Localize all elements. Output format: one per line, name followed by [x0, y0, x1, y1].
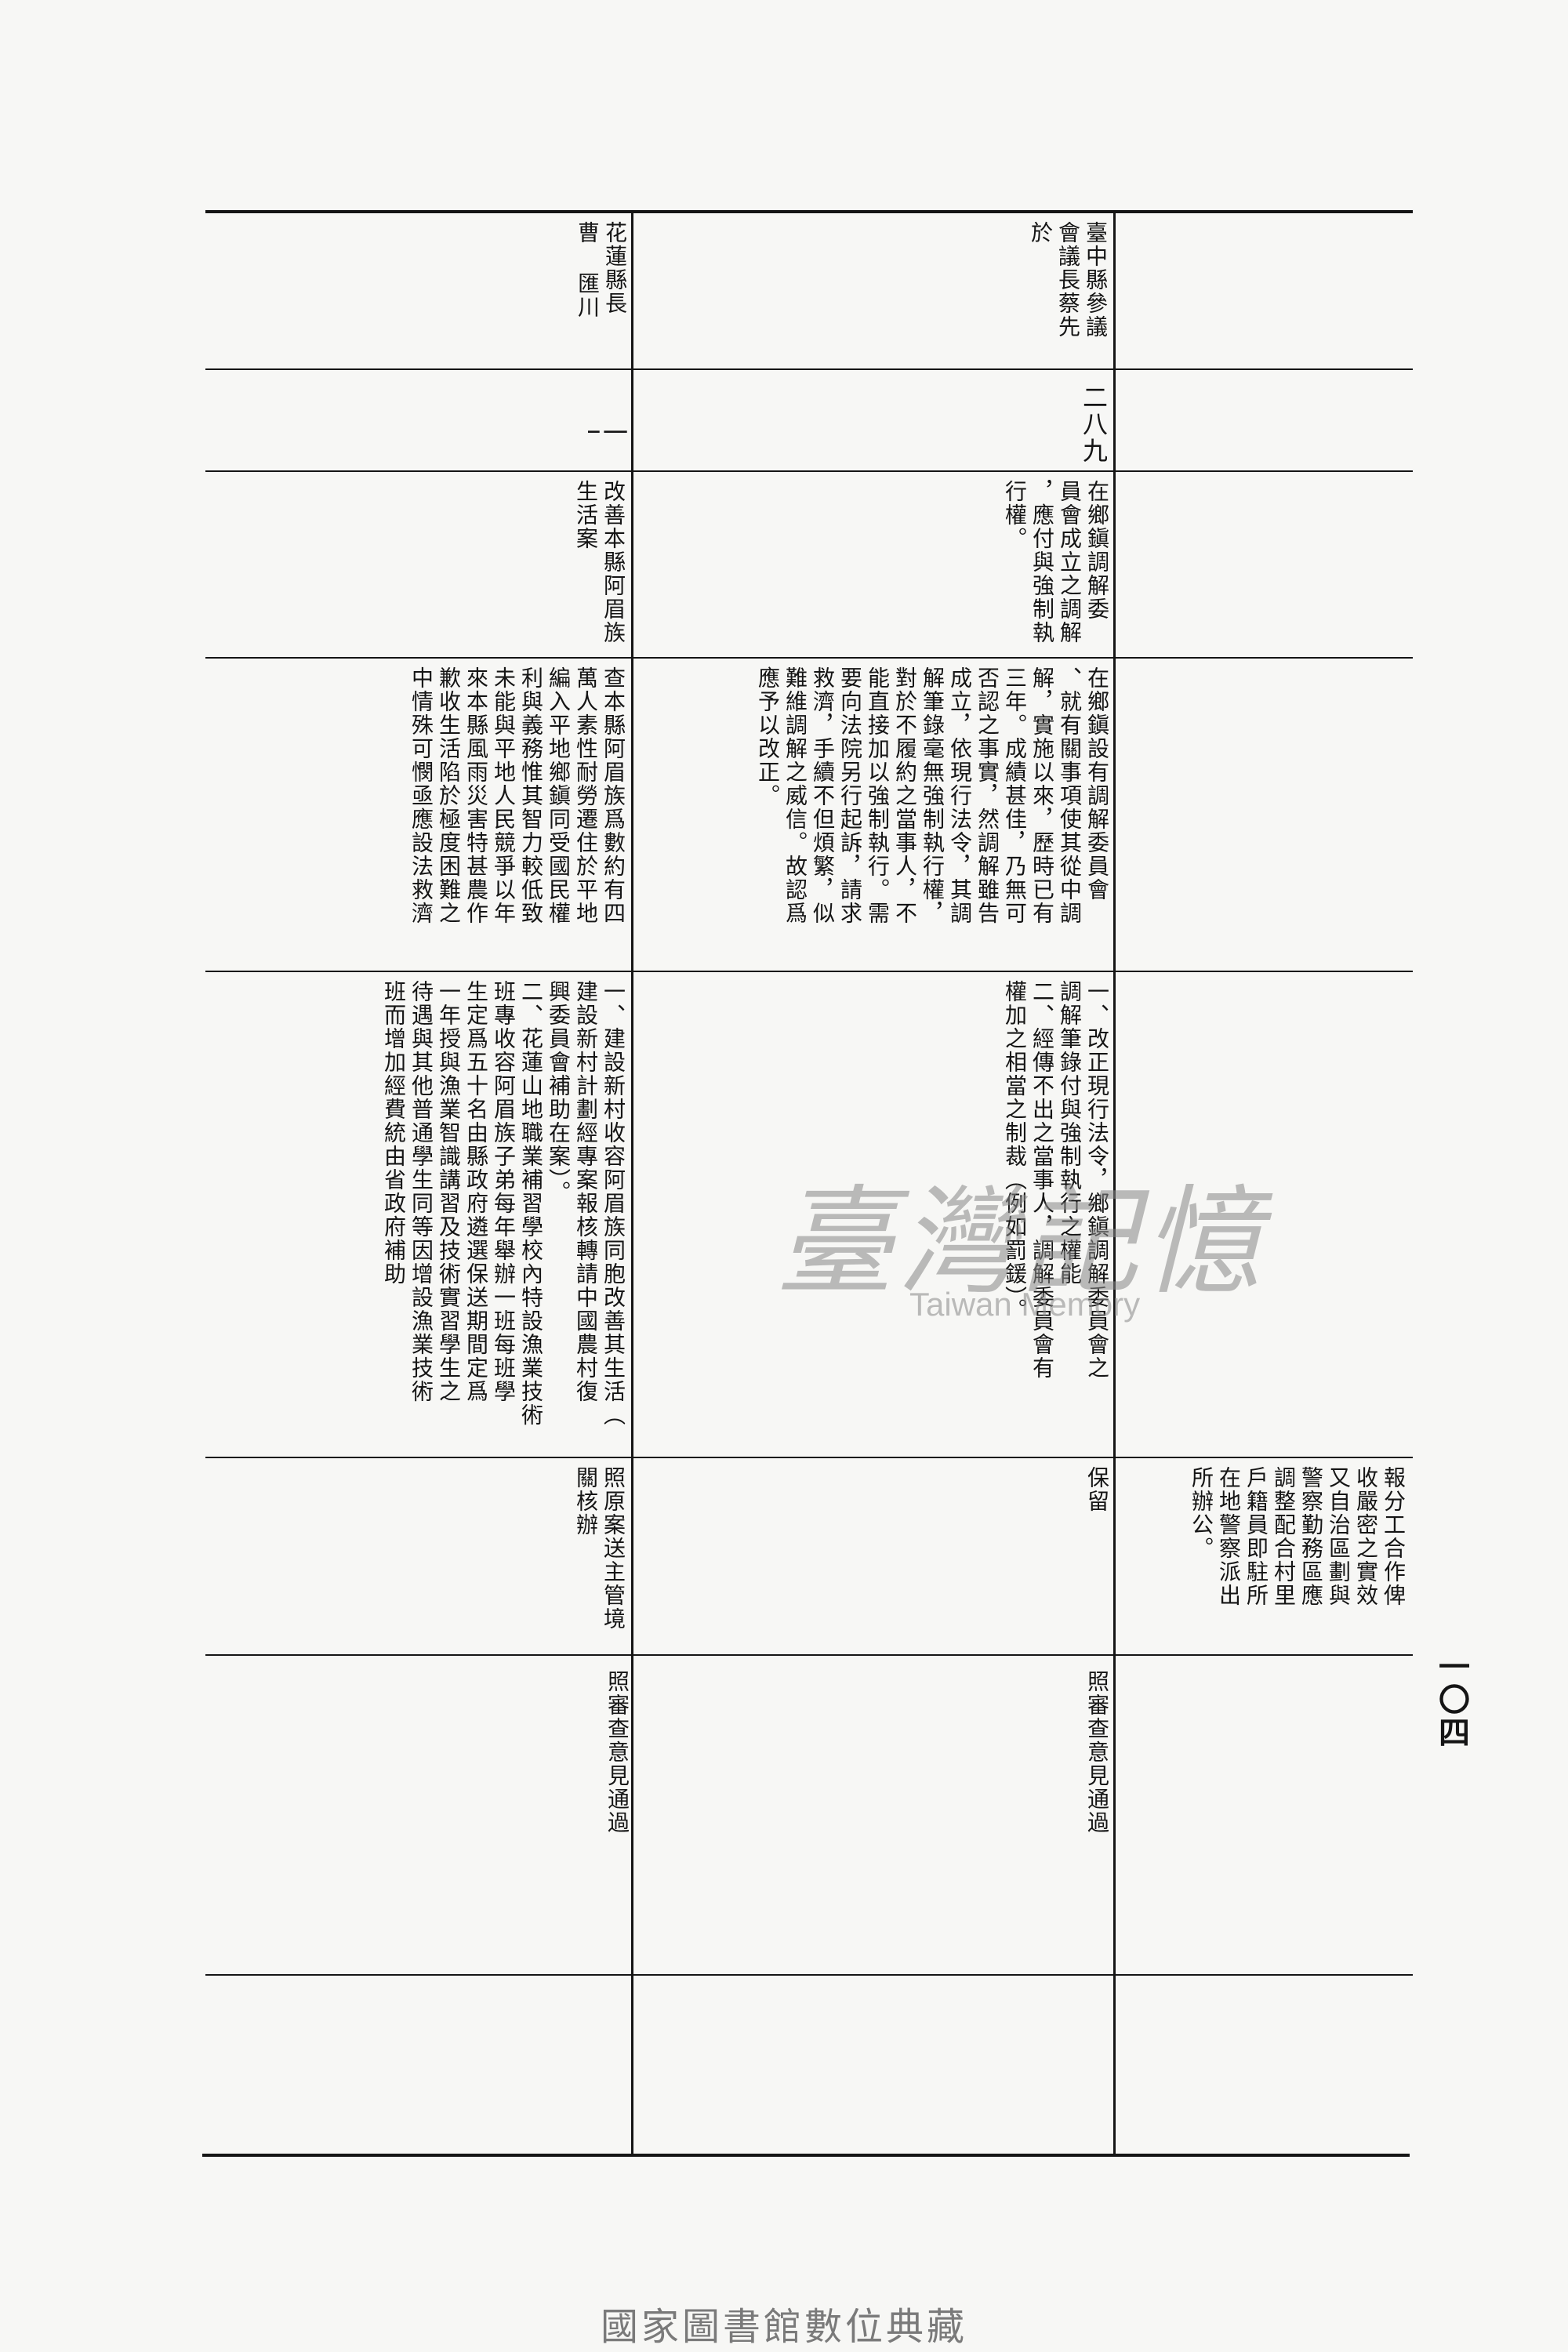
- top-rule: [205, 210, 1413, 213]
- row-divider: [205, 470, 1413, 472]
- review-cell: 保留: [1084, 1466, 1110, 1513]
- page-number: 一〇四: [1433, 1650, 1470, 1749]
- method-cell: 一、改正現行法令，鄉鎭調解委員會之 調解筆錄付與強制執行之權能 二、經傳不出之當…: [1002, 980, 1110, 1380]
- review-cell: 照原案送主管境 關核辦: [573, 1466, 626, 1631]
- resolution-cell: 照審查意見通過: [1084, 1670, 1110, 1835]
- bottom-rule: [202, 2154, 1410, 2157]
- subject-cell: 改善本縣阿眉族 生活案: [573, 480, 626, 644]
- row-divider: [205, 1654, 1413, 1656]
- proposer-cell: 花蓮縣長 曹 匯川: [575, 221, 628, 319]
- column-divider: [1113, 212, 1116, 2156]
- method-cell: 一、建設新村收容阿眉族同胞改善其生活（ 建設新村計劃經專案報核轉請中國農村復 興…: [381, 980, 626, 1427]
- footer-text: 國家圖書館數位典藏: [600, 2305, 967, 2349]
- reason-cell: 在鄉鎭設有調解委員會 、就有關事項使其從中調 解，實施以來，歷時已有 三年。成績…: [755, 666, 1110, 925]
- row-divider: [205, 971, 1413, 972]
- row-divider: [205, 657, 1413, 659]
- row-divider: [205, 1974, 1413, 1976]
- column-divider: [631, 212, 633, 2156]
- row-divider: [205, 1457, 1413, 1458]
- review-cell: 報分工合作俾 收嚴密之實效 又自治區劃與 警察勤務區應 調整配合村里 戶籍員即駐…: [1189, 1466, 1406, 1607]
- resolution-cell: 照審查意見通過: [604, 1670, 630, 1835]
- number-cell: 二八九: [1079, 384, 1107, 464]
- proposer-cell: 臺中縣參議 會議長蔡先 於: [1028, 221, 1109, 339]
- number-cell: 一一: [588, 419, 627, 446]
- reason-cell: 查本縣阿眉族爲數約有四 萬人素性耐勞遷住於平地 編入平地鄉鎭同受國民權 利與義務…: [408, 666, 626, 925]
- row-divider: [205, 368, 1413, 370]
- subject-cell: 在鄉鎭調解委 員會成立之調解 ，應付與強制執 行權。: [1002, 480, 1110, 644]
